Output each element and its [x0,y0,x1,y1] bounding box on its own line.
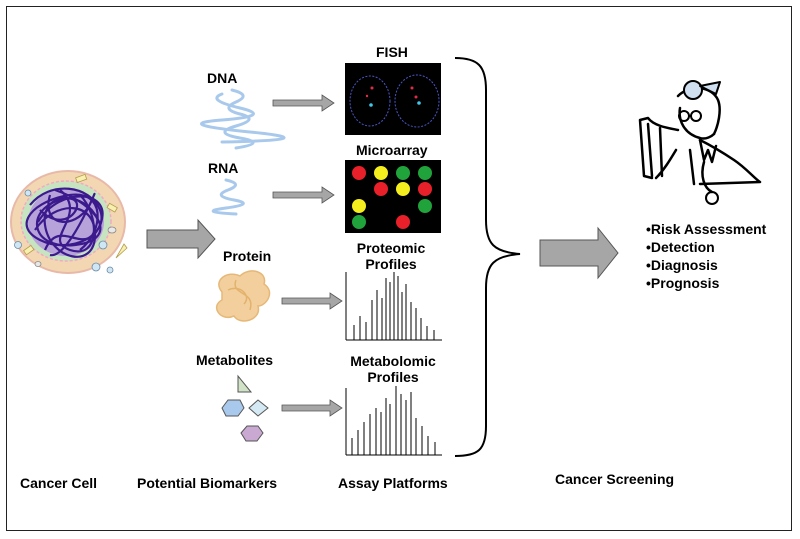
doctor-icon [638,80,762,205]
biomarker-rna-label: RNA [208,160,239,176]
diagram-frame [6,6,792,531]
screening-step: •Detection [646,239,715,255]
fish-panel [345,63,441,135]
arrow-cell-to-biomarkers [146,218,216,260]
assay-proteomic-label: Proteomic Profiles [356,240,426,272]
column-label-assays: Assay Platforms [338,475,448,491]
metabolite-shapes-icon [221,374,269,442]
assay-metabolomic-label: Metabolomic Profiles [350,353,436,385]
arrow-metabolites-to-metabolomic [281,399,343,417]
metabolomic-spectrum [345,386,442,456]
arrow-protein-to-proteomic [281,292,343,310]
screening-steps-list: •Risk Assessment •Detection •Diagnosis •… [646,220,766,292]
assay-microarray-label: Microarray [356,142,428,158]
screening-step: •Risk Assessment [646,221,767,237]
arrow-assays-to-screening [539,226,619,280]
column-label-cancer-cell: Cancer Cell [20,475,98,491]
grouping-brace [454,57,521,457]
dna-helix-icon [200,88,286,150]
arrow-dna-to-fish [272,94,335,112]
arrow-rna-to-microarray [272,186,335,204]
column-label-screening: Cancer Screening [555,471,675,487]
screening-step: •Diagnosis [646,257,718,273]
rna-strand-icon [211,178,245,216]
biomarker-metabolites-label: Metabolites [196,352,274,368]
proteomic-spectrum [345,272,442,341]
microarray-panel [345,160,441,233]
screening-step: •Prognosis [646,275,720,291]
biomarker-protein-label: Protein [223,248,272,264]
protein-blob-icon [216,270,271,322]
column-label-biomarkers: Potential Biomarkers [137,475,278,491]
biomarker-dna-label: DNA [207,70,238,86]
cancer-cell-illustration [10,170,128,274]
assay-fish-label: FISH [376,44,408,60]
